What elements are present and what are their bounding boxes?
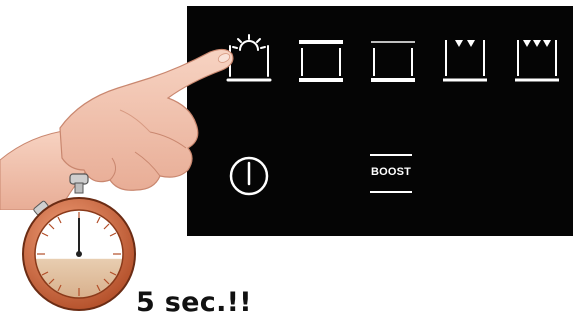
- bottom-heat-icon: [369, 38, 417, 84]
- boost-label: BOOST: [368, 166, 414, 178]
- temperature-level-3-icon: [513, 36, 561, 84]
- bottom-heat-button[interactable]: [369, 38, 417, 84]
- boost-button[interactable]: BOOST: [368, 152, 414, 196]
- hold-duration-caption: 5 sec.!!: [136, 287, 252, 318]
- temperature-level-3-button[interactable]: [513, 36, 561, 84]
- stopwatch-icon: [18, 170, 138, 320]
- temperature-level-2-button[interactable]: [441, 36, 489, 84]
- top-bottom-heat-button[interactable]: [297, 38, 345, 84]
- temperature-level-2-icon: [441, 36, 489, 84]
- top-bottom-heat-icon: [297, 38, 345, 84]
